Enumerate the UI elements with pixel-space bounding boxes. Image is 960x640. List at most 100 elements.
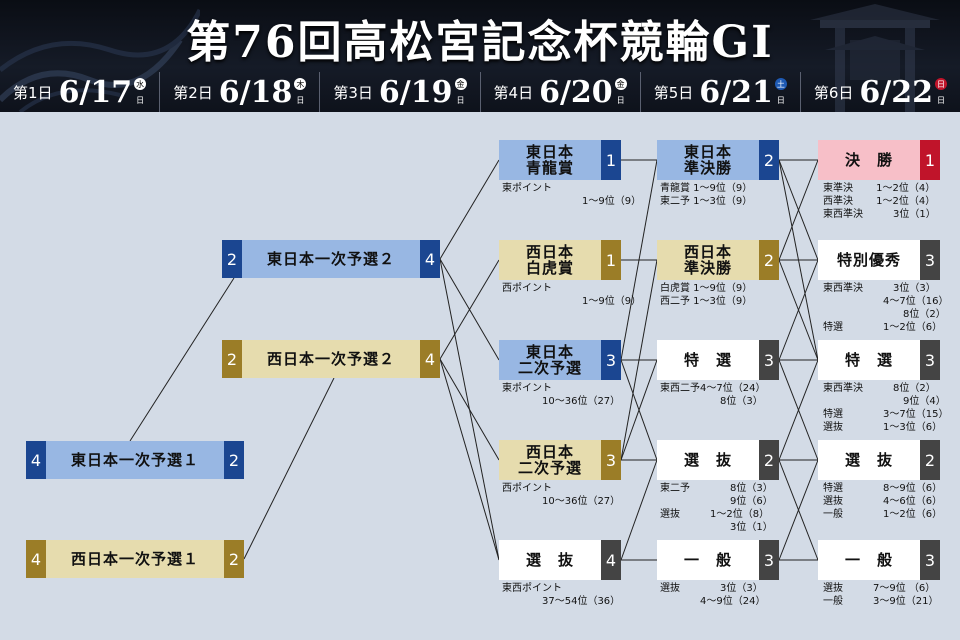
race-count-badge: 1 xyxy=(920,140,940,180)
gate-decoration-right-icon xyxy=(810,4,940,112)
weekday-suffix: 日 xyxy=(776,95,785,105)
race-name: 選 抜 xyxy=(818,440,920,480)
weekday-badge: 金 xyxy=(454,78,467,90)
entry-count-badge: 2 xyxy=(222,240,242,278)
race-count-badge: 3 xyxy=(759,540,779,580)
day-label: 第3日 xyxy=(333,83,373,102)
race-name: 西日本 二次予選 xyxy=(499,440,601,480)
entry-count-badge: 4 xyxy=(26,540,46,578)
shrine-decoration-left-icon xyxy=(0,8,200,112)
race-name: 東日本一次予選２ xyxy=(242,240,420,278)
day-label: 第4日 xyxy=(493,83,534,102)
race-count-badge: 2 xyxy=(224,441,244,479)
race-name: 西日本 準決勝 xyxy=(657,240,759,280)
connector-d4-d5-2 xyxy=(778,159,819,261)
race-count-badge: 3 xyxy=(920,540,940,580)
race-count-badge: 2 xyxy=(920,440,940,480)
weekday-suffix: 日 xyxy=(616,95,625,105)
day-date: 6/20 xyxy=(539,74,613,110)
connector-d3-d4-6 xyxy=(620,359,658,461)
connector-d1-west xyxy=(243,377,335,560)
page-title: 第76回高松宮記念杯競輪GⅠ xyxy=(186,17,774,68)
qualify-note-d4-ippan: 選抜 3位（3） 4〜9位（24） xyxy=(660,583,766,607)
qualify-note-d5-ippan: 選抜 7〜9位 （6） 一般 3〜9位（21） xyxy=(823,583,939,607)
weekday-badge: 金 xyxy=(614,78,627,90)
connector-d4-d5-12 xyxy=(778,459,819,561)
qualify-note-d4-tokusen: 東西二予4〜7位（24） 8位（3） xyxy=(660,383,766,407)
day-label: 第1日 xyxy=(13,83,53,102)
weekday-suffix: 日 xyxy=(136,95,145,105)
race-count-badge: 2 xyxy=(759,240,779,280)
race-name: 西日本 白虎賞 xyxy=(499,240,601,280)
race-count-badge: 1 xyxy=(601,140,621,180)
weekday-suffix: 日 xyxy=(937,95,946,105)
race-count-badge: 4 xyxy=(420,340,440,378)
qualify-note-d3-east2: 東ポイント 10〜36位（27） xyxy=(502,383,621,407)
connector-d2-west-senbatsu xyxy=(439,358,500,561)
connector-d2-west-byakko xyxy=(439,259,500,360)
race-name: 東日本一次予選１ xyxy=(46,441,224,479)
race-count-badge: 2 xyxy=(759,440,779,480)
qualify-note-d4-senbatsu: 東二予 8位（3） 9位（6） 選抜 1〜2位（8） 3位（1） xyxy=(660,483,773,533)
qualify-note-d3-west2: 西ポイント 10〜36位（27） xyxy=(502,483,621,507)
race-name: 特 選 xyxy=(657,340,759,380)
race-count-badge: 4 xyxy=(420,240,440,278)
race-count-badge: 3 xyxy=(601,440,621,480)
weekday-suffix: 日 xyxy=(296,95,305,105)
weekday-badge: 水 xyxy=(134,78,147,90)
race-name: 東日本 準決勝 xyxy=(657,140,759,180)
race-count-badge: 3 xyxy=(759,340,779,380)
qualify-note-d3-seiryu: 東ポイント 1〜9位（9） xyxy=(502,183,642,207)
race-count-badge: 3 xyxy=(601,340,621,380)
race-name: 東日本 二次予選 xyxy=(499,340,601,380)
day-date: 6/17 xyxy=(58,74,133,110)
race-count-badge: 2 xyxy=(224,540,244,578)
qualify-note-d4-west-semi: 白虎賞 1〜9位（9） 西二予 1〜3位（9） xyxy=(660,283,753,307)
day-label: 第2日 xyxy=(173,83,213,102)
race-count-badge: 1 xyxy=(601,240,621,280)
weekday-badge: 日 xyxy=(935,78,948,90)
race-name: 特 選 xyxy=(818,340,920,380)
race-name: 決 勝 xyxy=(818,140,920,180)
connector-d1-east xyxy=(129,277,235,442)
race-count-badge: 4 xyxy=(601,540,621,580)
qualify-note-d5-tokubetsu: 東西準決 3位（3） 4〜7位（16） 8位（2） 特選 1〜2位（6） xyxy=(823,283,949,333)
qualify-note-d5-senbatsu: 特選 8〜9位（6） 選抜 4〜6位（6） 一般 1〜2位（6） xyxy=(823,483,943,520)
day-date: 6/21 xyxy=(699,74,773,110)
race-name: 選 抜 xyxy=(499,540,601,580)
race-name: 特別優秀 xyxy=(818,240,920,280)
qualify-note-d5-tokusen: 東西準決 8位（2） 9位（4） 特選 3〜7位（15） 選抜 1〜3位（6） xyxy=(823,383,949,433)
race-name: 選 抜 xyxy=(657,440,759,480)
connector-d4-d5-5 xyxy=(778,159,819,361)
qualify-note-d5-final: 東準決 1〜2位（4） 西準決 1〜2位（4） 東西準決 3位（1） xyxy=(823,183,936,220)
race-count-badge: 3 xyxy=(920,340,940,380)
qualify-note-d4-east-semi: 青龍賞 1〜9位（9） 東二予 1〜3位（9） xyxy=(660,183,753,207)
